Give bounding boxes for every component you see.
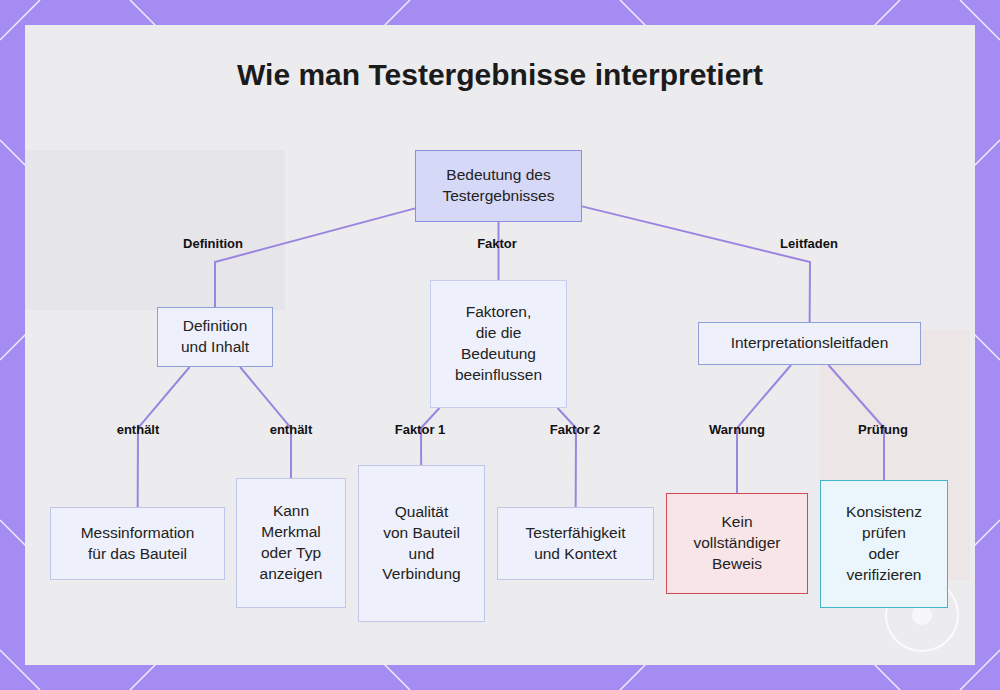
connector-line bbox=[215, 208, 415, 307]
edge-label: Faktor 1 bbox=[395, 422, 446, 437]
connector-line bbox=[498, 222, 500, 280]
edge-label: enthält bbox=[117, 422, 160, 437]
node-text: Qualität von Bauteil und Verbindung bbox=[381, 502, 462, 586]
concept-box: Qualität von Bauteil und Verbindung bbox=[358, 465, 485, 622]
concept-box: Interpretationsleitfaden bbox=[698, 322, 921, 365]
diagram-title: Wie man Testergebnisse interpretiert bbox=[0, 58, 1000, 92]
node-text: Konsistenz prüfen oder verifizieren bbox=[846, 502, 922, 586]
edge-label: Prüfung bbox=[858, 422, 908, 437]
node-text: Kein vollständiger Beweis bbox=[692, 512, 782, 575]
concept-box: Konsistenz prüfen oder verifizieren bbox=[820, 480, 948, 608]
edge-label: Leitfaden bbox=[780, 236, 838, 251]
edge-label: Warnung bbox=[709, 422, 765, 437]
panel bbox=[25, 25, 975, 665]
node-text: Faktoren, die die Bedeutung beeinflussen bbox=[455, 302, 542, 386]
concept-box: Faktoren, die die Bedeutung beeinflussen bbox=[430, 280, 567, 408]
edge-label: Faktor 2 bbox=[550, 422, 601, 437]
logo-mark bbox=[912, 605, 932, 625]
connector-line bbox=[138, 367, 190, 507]
concept-box: Kann Merkmal oder Typ anzeigen bbox=[236, 478, 346, 608]
edge-label: Faktor bbox=[477, 236, 517, 251]
connector-line bbox=[582, 206, 810, 322]
node-text: Kann Merkmal oder Typ anzeigen bbox=[250, 501, 332, 585]
node-text: Definition und Inhalt bbox=[171, 316, 259, 358]
node-text: Testerfähigkeit und Kontext bbox=[516, 523, 635, 565]
edge-label: Definition bbox=[183, 236, 243, 251]
connector-line bbox=[421, 408, 439, 465]
edge-label: enthält bbox=[270, 422, 313, 437]
concept-box: Testerfähigkeit und Kontext bbox=[497, 507, 654, 580]
node-text: Messinformation für das Bauteil bbox=[76, 523, 199, 565]
concept-box: Bedeutung des Testergebnisses bbox=[415, 150, 582, 222]
node-text: Bedeutung des Testergebnisses bbox=[429, 165, 568, 207]
blurred-photo bbox=[25, 150, 285, 310]
concept-box: Definition und Inhalt bbox=[157, 307, 273, 367]
concept-box: Messinformation für das Bauteil bbox=[50, 507, 225, 580]
node-text: Interpretationsleitfaden bbox=[731, 333, 889, 354]
concept-box: Kein vollständiger Beweis bbox=[666, 493, 808, 594]
